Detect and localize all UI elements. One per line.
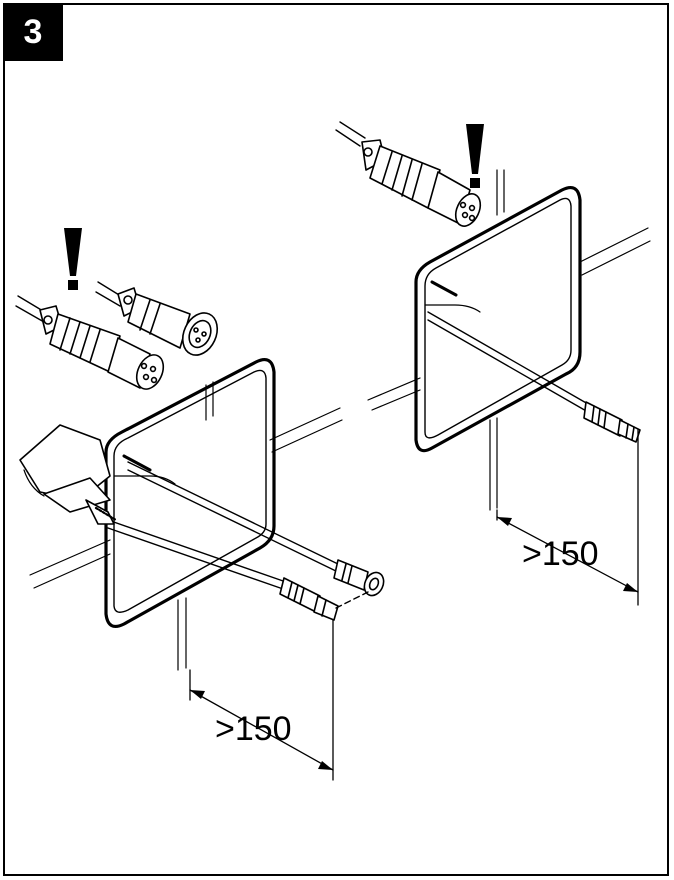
right-dimension	[496, 429, 639, 606]
left-socket-icon	[333, 559, 385, 597]
left-plug-b-icon	[95, 281, 219, 356]
right-connector-icon	[583, 401, 641, 443]
right-assembly: >150	[335, 121, 651, 606]
right-exclamation-icon	[466, 124, 484, 188]
right-frame	[414, 186, 582, 453]
right-rail	[367, 169, 651, 511]
right-dimension-label: >150	[522, 535, 599, 573]
right-cable	[427, 311, 589, 413]
left-cable-lower	[107, 519, 287, 591]
left-exclamation-icon	[64, 228, 82, 290]
left-frame	[104, 358, 276, 628]
left-plug-a-icon	[15, 295, 165, 390]
left-plug-connector-icon	[279, 577, 339, 621]
left-assembly: >150	[15, 228, 385, 781]
left-dimension-label: >150	[215, 710, 292, 748]
figure-frame	[3, 3, 669, 876]
connection-dashed-line	[335, 591, 369, 609]
right-plug-icon	[335, 121, 482, 227]
left-dimension	[189, 619, 334, 781]
left-cable-upper	[127, 461, 341, 574]
left-rail	[29, 381, 343, 671]
step-number-badge: 3	[3, 3, 63, 61]
cable-gland-icon	[19, 424, 118, 525]
